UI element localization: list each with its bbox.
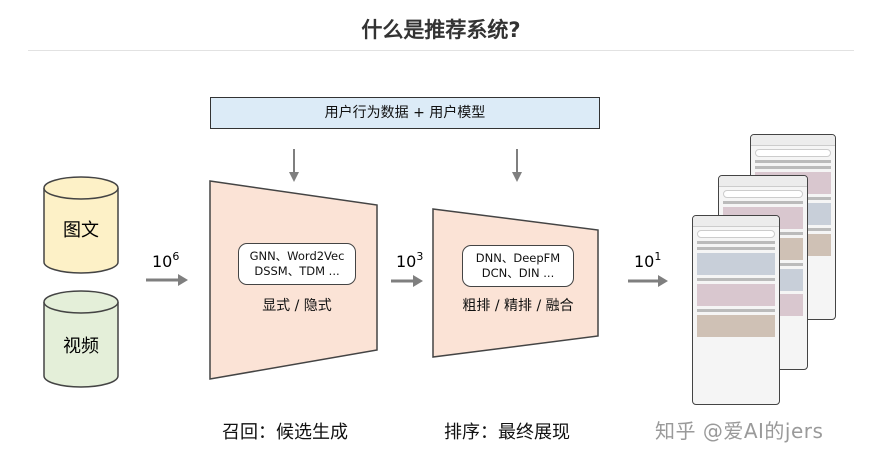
recall-models-line2: DSSM、TDM ... [254,264,340,278]
ranking-models-line2: DCN、DIN ... [481,266,555,280]
page-title: 什么是推荐系统? [361,18,521,42]
recall-models-box: GNN、Word2Vec DSSM、TDM ... [238,243,356,285]
arrow-right-icon [146,274,188,286]
phone-screenshot [692,215,780,405]
arrow-right-icon [628,275,668,287]
watermark: 知乎 @爱AI的jers [655,419,824,443]
arrow-down-icon [289,149,299,182]
recall-caption: 召回：候选生成 [222,422,348,443]
user-data-model-box: 用户行为数据 + 用户模型 [210,97,600,129]
ranking-models-line1: DNN、DeepFM [475,251,561,265]
input-count-label: 106 [152,250,179,271]
recall-models-line1: GNN、Word2Vec [249,249,345,263]
ranking-sublabel: 粗排 / 精排 / 融合 [462,298,574,314]
ranking-caption: 排序：最终展现 [444,422,570,443]
recall-count-label: 103 [396,250,423,271]
arrow-down-icon [512,149,522,182]
ranking-models-box: DNN、DeepFM DCN、DIN ... [462,245,574,287]
arrow-right-icon [391,275,423,287]
video-cylinder: 视频 [43,290,119,388]
output-count-label: 101 [634,250,661,271]
recall-sublabel: 显式 / 隐式 [262,298,332,314]
doc-cylinder: 图文 [43,176,119,274]
title-divider [28,50,854,51]
video-source-label: 视频 [63,336,99,357]
doc-source-label: 图文 [63,220,99,241]
